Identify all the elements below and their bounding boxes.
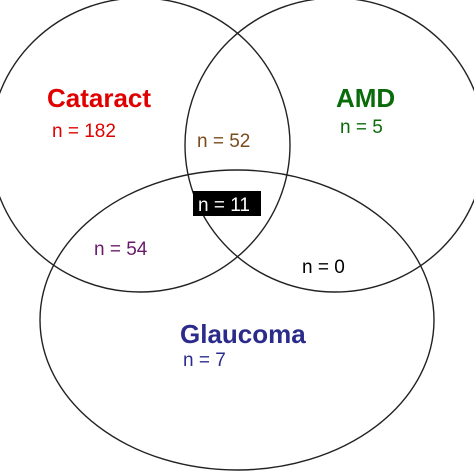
amd-glaucoma-count: n = 0 xyxy=(302,257,345,278)
cataract-circle xyxy=(0,0,291,293)
amd-label: AMD xyxy=(336,83,395,113)
glaucoma-circle xyxy=(39,169,435,471)
glaucoma-label: Glaucoma xyxy=(180,319,306,349)
cataract-only-count: n = 182 xyxy=(52,121,116,142)
glaucoma-only-count: n = 7 xyxy=(183,350,226,371)
cataract-glaucoma-count: n = 54 xyxy=(94,239,148,260)
amd-circle xyxy=(184,0,474,293)
all-three-count-background xyxy=(193,191,261,216)
cataract-amd-count: n = 52 xyxy=(197,131,250,152)
cataract-label: Cataract xyxy=(47,83,151,113)
all-three-count: n = 11 xyxy=(198,195,250,216)
amd-only-count: n = 5 xyxy=(340,117,383,138)
